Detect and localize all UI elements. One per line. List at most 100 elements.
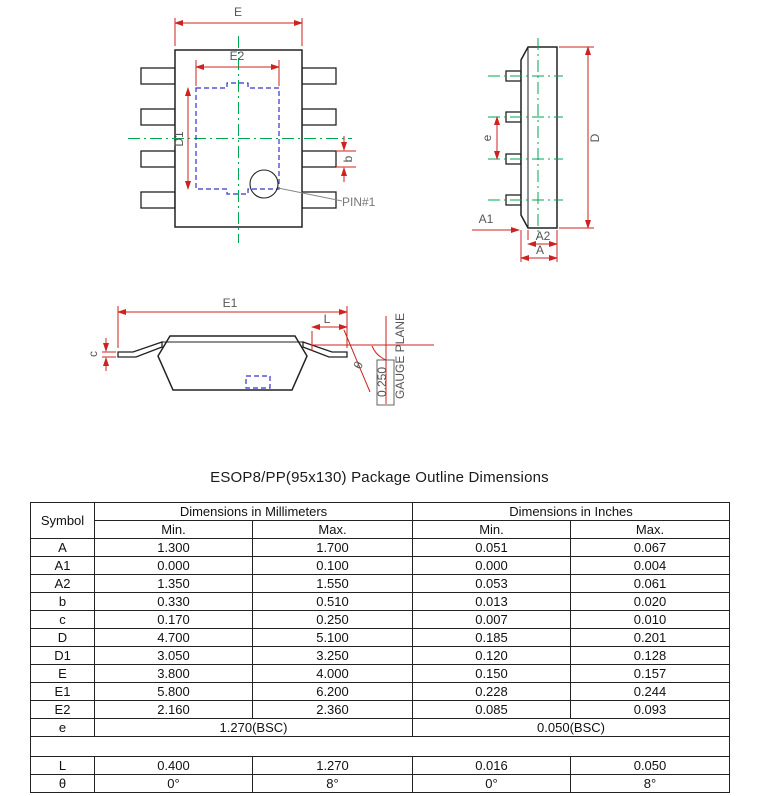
pin: [301, 108, 337, 126]
table-cell: 0.185: [412, 628, 571, 647]
table-cell: 8°: [570, 774, 730, 793]
table-cell: 0.170: [94, 610, 253, 629]
table-cell: 0.010: [570, 610, 730, 629]
table-cell: 5.800: [94, 682, 253, 701]
dim-label-D1: D1: [172, 131, 186, 147]
pin: [140, 191, 176, 209]
dim-label-A: A: [536, 243, 544, 257]
pin: [140, 150, 176, 168]
dim-label-E1: E1: [223, 296, 238, 310]
table-cell: 0.000: [412, 556, 571, 575]
table-cell: 0°: [94, 774, 253, 793]
pin1-label: PIN#1: [342, 195, 376, 209]
dim-label-b: b: [341, 155, 355, 162]
table-cell: 0.020: [570, 592, 730, 611]
table-cell: 0.061: [570, 574, 730, 593]
top-view: E E2 D1 b PIN#1: [128, 5, 376, 243]
side-view: e D A1 A2 A: [472, 38, 602, 262]
dimensions-table: Symbol Dimensions in Millimeters Dimensi…: [30, 502, 730, 793]
table-cell: 0.004: [570, 556, 730, 575]
header-mm-max: Max.: [252, 520, 413, 539]
table-cell: 1.270: [252, 756, 413, 775]
package-body-front-view: [157, 335, 308, 391]
dim-label-c: c: [86, 351, 100, 357]
dim-label-A1: A1: [479, 212, 494, 226]
theta-arc: [371, 345, 387, 361]
table-cell: 0.016: [412, 756, 571, 775]
package-body-side-view: [520, 46, 558, 229]
table-cell: 0.228: [412, 682, 571, 701]
pin: [140, 67, 176, 85]
pin: [140, 108, 176, 126]
table-subheader-row: Min. Max. Min. Max.: [31, 520, 730, 539]
pin1-leader-line: [277, 187, 343, 202]
table-cell: A: [30, 538, 95, 557]
table-cell: 1.350: [94, 574, 253, 593]
pin: [301, 150, 337, 168]
header-symbol: Symbol: [30, 502, 95, 539]
table-header-row: Symbol Dimensions in Millimeters Dimensi…: [30, 502, 730, 539]
table-cell: 0°: [412, 774, 571, 793]
dim-label-e: e: [480, 134, 494, 141]
gauge-plane-label: GAUGE PLANE: [393, 313, 407, 399]
pin: [301, 191, 337, 209]
table-cell: 8°: [252, 774, 413, 793]
table-cell: 6.200: [252, 682, 413, 701]
table-cell: 1.270(BSC): [94, 718, 413, 737]
table-cell: 0.050(BSC): [412, 718, 730, 737]
dim-label-E2: E2: [230, 49, 245, 63]
table-cell: 3.250: [252, 646, 413, 665]
table-cell: 3.800: [94, 664, 253, 683]
table-cell: 0.128: [570, 646, 730, 665]
table-cell: 2.360: [252, 700, 413, 719]
table-cell: e: [30, 718, 95, 737]
table-cell: 4.000: [252, 664, 413, 683]
table-cell: θ: [30, 774, 95, 793]
header-mm: Dimensions in Millimeters: [94, 502, 413, 521]
table-cell: 0.067: [570, 538, 730, 557]
dim-label-L: L: [324, 312, 331, 326]
page-title: ESOP8/PP(95x130) Package Outline Dimensi…: [210, 469, 549, 486]
table-cell: 0.093: [570, 700, 730, 719]
table-cell: 0.510: [252, 592, 413, 611]
table-cell: 0.120: [412, 646, 571, 665]
table-cell: 0.000: [94, 556, 253, 575]
lead-right: [302, 341, 348, 358]
gauge-value-label: 0.250: [375, 367, 389, 397]
lead-left: [117, 341, 163, 358]
dim-label-theta: θ: [351, 359, 367, 372]
table-cell: L: [30, 756, 95, 775]
table-cell: E2: [30, 700, 95, 719]
gauge-value-box: [376, 359, 395, 406]
table-cell: 0.201: [570, 628, 730, 647]
table-cell: A2: [30, 574, 95, 593]
exposed-pad-outline: [195, 82, 280, 195]
dim-label-A2: A2: [536, 229, 551, 243]
table-cell: E1: [30, 682, 95, 701]
table-cell: 1.300: [94, 538, 253, 557]
table-cell: 0.085: [412, 700, 571, 719]
table-cell: 4.700: [94, 628, 253, 647]
header-in-max: Max.: [570, 520, 730, 539]
table-cell: 3.050: [94, 646, 253, 665]
table-cell: 1.550: [252, 574, 413, 593]
table-cell: 1.700: [252, 538, 413, 557]
pin1-marker-circle: [249, 169, 279, 199]
table-cell: D: [30, 628, 95, 647]
package-outline-drawing: E E2 D1 b PIN#1: [86, 5, 602, 406]
table-cell: 0.244: [570, 682, 730, 701]
table-cell: 0.007: [412, 610, 571, 629]
lead-flank-line: [343, 329, 371, 393]
